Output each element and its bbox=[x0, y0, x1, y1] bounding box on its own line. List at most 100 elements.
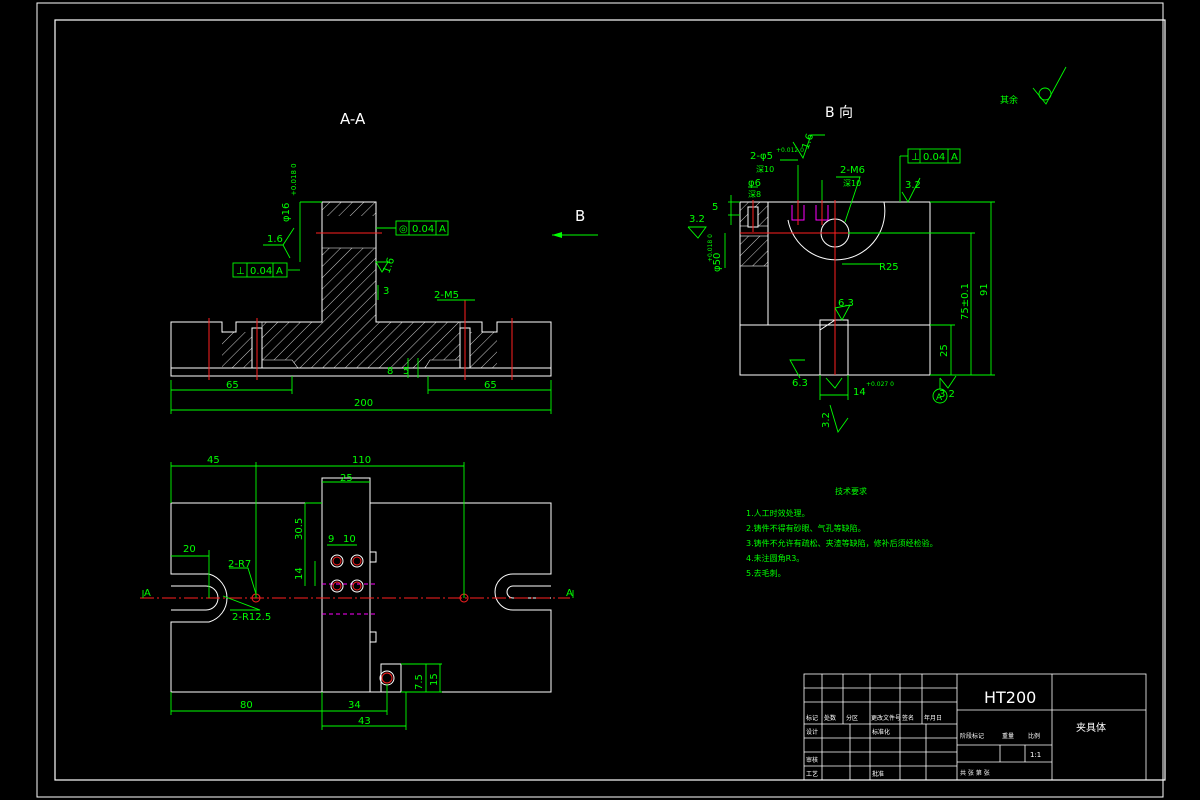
tol-aa-perp-symbol: ⊥ bbox=[236, 266, 245, 277]
dim-aa-right: 65 bbox=[484, 380, 497, 391]
dim-b-2m6-depth: 深10 bbox=[843, 179, 861, 188]
viewb-threads bbox=[791, 205, 829, 221]
tb-scale-value: 1:1 bbox=[1030, 751, 1041, 759]
tb-header-sign: 签名 bbox=[902, 714, 914, 722]
tol-b-perp-value: 0.04 bbox=[923, 152, 945, 163]
tb-header-mark: 标记 bbox=[806, 714, 818, 722]
plan-center-block bbox=[321, 477, 371, 693]
tb-stage: 阶段标记 bbox=[960, 732, 984, 740]
roughness-aa-r16b: 1.6 bbox=[381, 256, 397, 275]
tb-scale-label: 比例 bbox=[1028, 732, 1040, 740]
section-marker-left: A bbox=[144, 588, 151, 599]
dim-aa-5: 5 bbox=[403, 366, 409, 377]
tb-header-date: 年月日 bbox=[924, 714, 942, 722]
dim-b-depth10: 深10 bbox=[756, 165, 774, 174]
dim-plan-14: 14 bbox=[294, 567, 305, 580]
dim-b-5: 5 bbox=[712, 202, 718, 213]
roughness-b-32a: 3.2 bbox=[905, 180, 921, 191]
dim-aa-3: 3 bbox=[383, 286, 389, 297]
plan-dimensions bbox=[142, 462, 574, 730]
dim-b-phi50-tol: +0.018 0 bbox=[707, 234, 714, 262]
aa-hatch-body bbox=[261, 247, 461, 369]
plan-view: 45 110 25 20 30.5 14 9 10 2-R7 2-R12.5 8… bbox=[140, 455, 574, 730]
title-block bbox=[803, 673, 1147, 781]
arrow-b-label: B bbox=[575, 207, 585, 225]
dim-plan-25: 25 bbox=[340, 473, 353, 484]
aa-hatch-right bbox=[467, 332, 497, 368]
dim-plan-110: 110 bbox=[352, 455, 371, 466]
dim-aa-left: 65 bbox=[226, 380, 239, 391]
tech-req-item: 3.铸件不允许有疏松、夹渣等缺陷，修补后须经检验。 bbox=[746, 538, 938, 548]
plan-outline bbox=[170, 477, 552, 693]
roughness-other-label: 其余 bbox=[1000, 94, 1018, 106]
roughness-aa-16: 1.6 bbox=[267, 234, 283, 245]
dim-plan-2r7: 2-R7 bbox=[228, 559, 251, 570]
dim-b-depth8: 深8 bbox=[748, 190, 761, 199]
roughness-b-16: 1.6 bbox=[800, 132, 816, 151]
dim-plan-2r12-5: 2-R12.5 bbox=[232, 612, 271, 623]
aa-hatch-top bbox=[322, 202, 376, 216]
tol-b-perp-datum: A bbox=[951, 152, 958, 163]
outer-border bbox=[36, 2, 1164, 798]
dim-b-phi6: φ6 bbox=[748, 178, 761, 189]
tol-b-perp-symbol: ⊥ bbox=[911, 152, 920, 163]
tol-aa-perp-datum: A bbox=[276, 266, 283, 277]
dim-aa-phi16-tol: +0.018 0 bbox=[290, 163, 298, 196]
tb-weight: 重量 bbox=[1002, 732, 1014, 740]
dim-plan-34: 34 bbox=[348, 700, 361, 711]
dim-b-91: 91 bbox=[979, 283, 990, 296]
dim-b-2phi5-tol: +0.012 0 bbox=[776, 147, 804, 154]
viewb-dimensions bbox=[687, 66, 1067, 434]
section-marker-right: A bbox=[566, 588, 573, 599]
dim-plan-43: 43 bbox=[358, 716, 371, 727]
dim-plan-30-5: 30.5 bbox=[294, 518, 305, 540]
dim-plan-15: 15 bbox=[429, 673, 440, 686]
dim-plan-20: 20 bbox=[183, 544, 196, 555]
tb-standardize: 标准化 bbox=[872, 728, 890, 736]
aa-dimensions bbox=[170, 201, 552, 414]
tech-req-item: 5.去毛刺。 bbox=[746, 568, 786, 578]
dim-plan-9: 9 bbox=[328, 534, 334, 545]
tech-req-item: 2.铸件不得有砂眼、气孔等缺陷。 bbox=[746, 523, 866, 533]
dim-aa-phi16: φ16 bbox=[281, 203, 292, 222]
title-material: HT200 bbox=[984, 688, 1036, 707]
viewb-boss-arc bbox=[787, 201, 886, 261]
tech-requirements: 技术要求 1.人工时效处理。 2.铸件不得有砂眼、气孔等缺陷。 3.铸件不允许有… bbox=[746, 486, 938, 578]
tb-header-doc: 更改文件号 bbox=[871, 714, 901, 722]
tol-aa-coax-value: 0.04 bbox=[412, 224, 434, 235]
dim-plan-10: 10 bbox=[343, 534, 356, 545]
roughness-b-63a: 6.3 bbox=[838, 298, 854, 309]
tb-header-count: 处数 bbox=[824, 714, 836, 722]
dim-b-r25: R25 bbox=[879, 262, 899, 273]
tb-sheets: 共 张 第 张 bbox=[960, 769, 990, 777]
dim-plan-7-5: 7.5 bbox=[414, 674, 425, 690]
dim-b-14: 14 bbox=[853, 387, 866, 398]
dim-b-2phi5: 2-φ5 bbox=[750, 151, 773, 162]
section-aa-label: A-A bbox=[340, 110, 366, 128]
roughness-b-32b: 3.2 bbox=[689, 214, 705, 225]
inner-border bbox=[54, 19, 1166, 781]
section-aa-view: A-A bbox=[170, 110, 598, 414]
tech-req-title: 技术要求 bbox=[835, 486, 867, 496]
tb-design: 设计 bbox=[806, 728, 818, 736]
tb-approve: 批准 bbox=[872, 770, 884, 778]
tol-aa-perp-value: 0.04 bbox=[250, 266, 272, 277]
dim-plan-45: 45 bbox=[207, 455, 220, 466]
tb-header-zone: 分区 bbox=[846, 714, 858, 722]
title-part-name: 夹具体 bbox=[1076, 721, 1106, 734]
roughness-b-32d: 3.2 bbox=[821, 412, 832, 428]
dim-b-2m6: 2-M6 bbox=[840, 165, 865, 176]
view-b-label: B 向 bbox=[825, 105, 853, 121]
dim-aa-width: 200 bbox=[354, 398, 373, 409]
aa-hatch-left bbox=[222, 332, 252, 368]
dim-b-14-tol: +0.027 0 bbox=[866, 381, 894, 388]
tech-req-item: 1.人工时效处理。 bbox=[746, 508, 810, 518]
tol-aa-coax-datum: A bbox=[439, 224, 446, 235]
roughness-b-63b: 6.3 bbox=[792, 378, 808, 389]
tb-review: 审核 bbox=[806, 756, 818, 764]
tb-process: 工艺 bbox=[806, 770, 818, 778]
dim-aa-8: 8 bbox=[387, 366, 393, 377]
datum-a-label: A bbox=[936, 393, 943, 403]
dim-b-75: 75±0.1 bbox=[960, 283, 971, 320]
